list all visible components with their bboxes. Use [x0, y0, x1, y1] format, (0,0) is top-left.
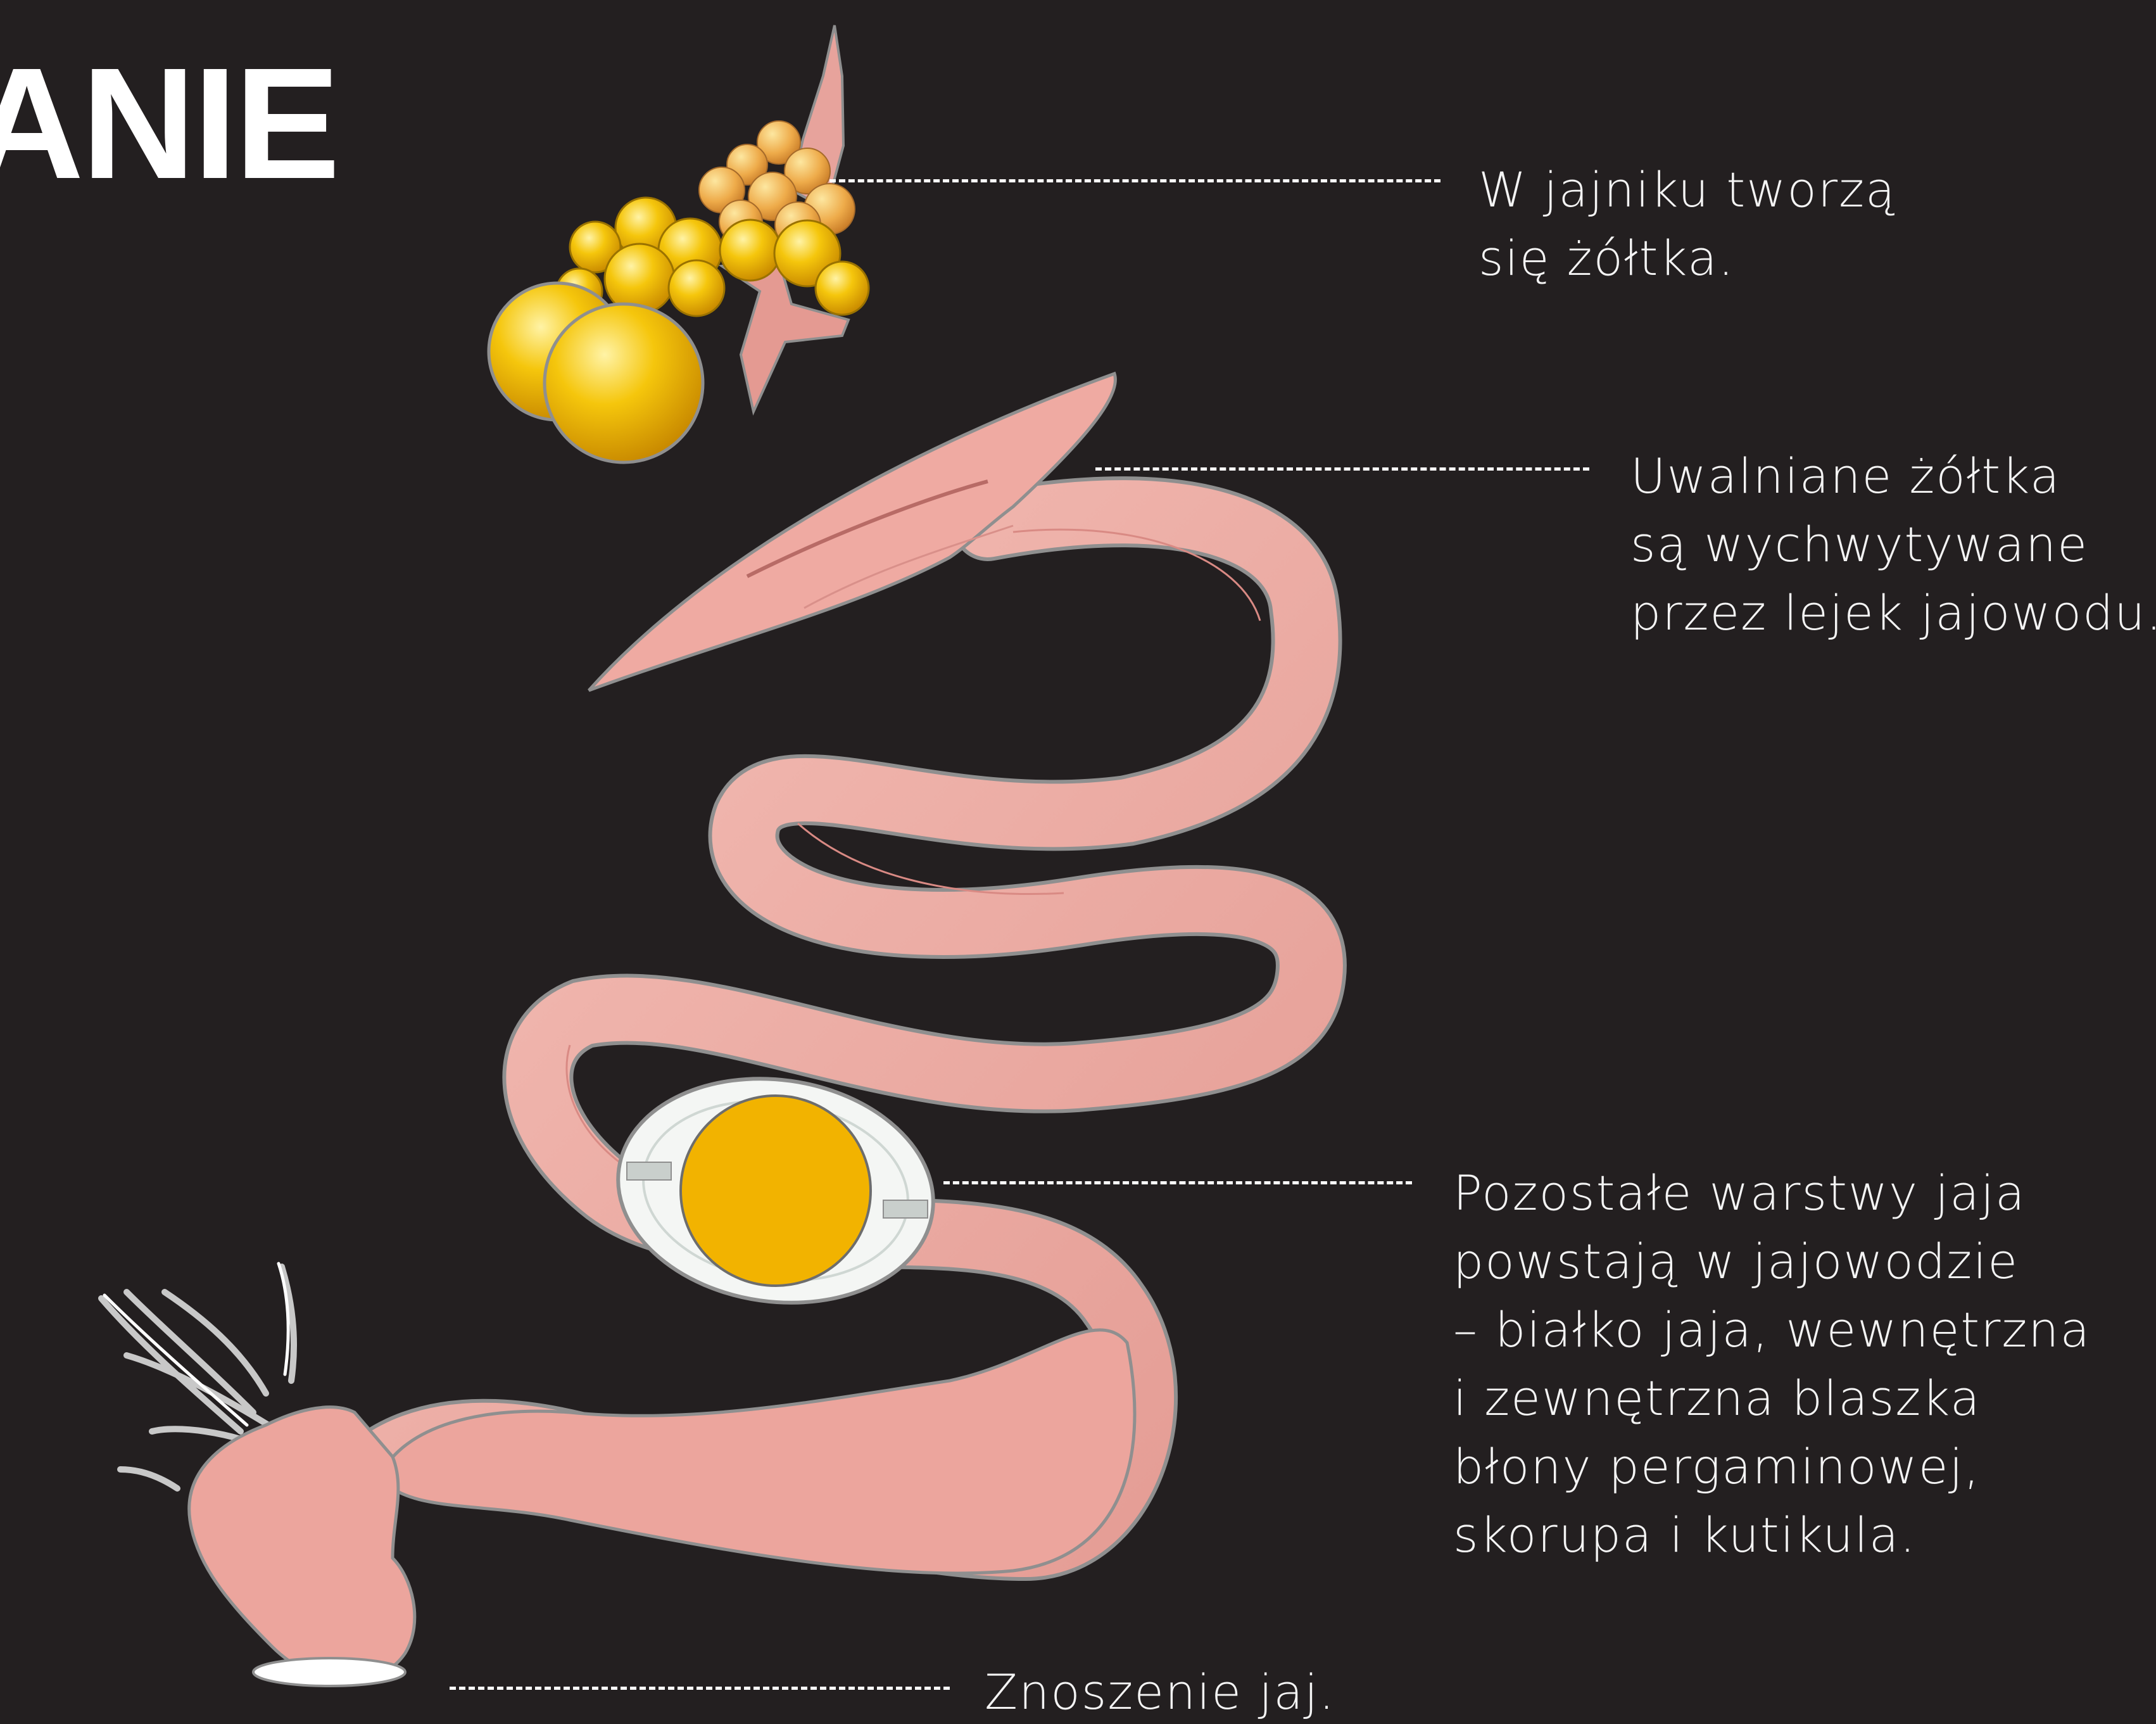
caption-line: skorupa i kutikula. — [1453, 1501, 2091, 1569]
egg-yolk — [681, 1096, 871, 1286]
vent-opening — [253, 1658, 405, 1686]
caption-line: Znoszenie jaj. — [985, 1658, 1335, 1724]
caption-line: W jajniku tworzą — [1478, 156, 1896, 224]
caption-line: i zewnętrzna blaszka — [1453, 1364, 2091, 1433]
egg-in-oviduct — [603, 1059, 948, 1322]
caption-line: są wychwytywane — [1630, 510, 2156, 579]
caption-laying: Znoszenie jaj. — [985, 1658, 1335, 1724]
caption-line: się żółtka. — [1478, 224, 1896, 293]
chalaza-right — [883, 1200, 928, 1218]
leader-line-ovary — [829, 179, 1440, 182]
caption-line: – białko jaja, wewnętrzna — [1453, 1296, 2091, 1364]
caption-line: błony pergaminowej, — [1453, 1433, 2091, 1501]
caption-infundibulum: Uwalniane żółtka są wychwytywane przez l… — [1630, 442, 2156, 647]
caption-line: przez lejek jajowodu. — [1630, 579, 2156, 647]
caption-line: powstają w jajowodzie — [1453, 1227, 2091, 1296]
oviduct-tube — [380, 512, 1311, 1573]
ovary-illustration — [489, 25, 869, 462]
large-yolks — [489, 283, 703, 462]
leader-line-laying — [450, 1687, 950, 1690]
caption-oviduct: Pozostałe warstwy jaja powstają w jajowo… — [1453, 1159, 2091, 1569]
caption-ovary: W jajniku tworzą się żółtka. — [1478, 156, 1896, 293]
caption-line: Pozostałe warstwy jaja — [1453, 1159, 2091, 1227]
leader-line-oviduct — [943, 1181, 1412, 1184]
leader-line-infundibulum — [1095, 467, 1589, 471]
cloaca-exit — [101, 1264, 415, 1686]
caption-line: Uwalniane żółtka — [1630, 442, 2156, 510]
chalaza-left — [627, 1162, 671, 1180]
